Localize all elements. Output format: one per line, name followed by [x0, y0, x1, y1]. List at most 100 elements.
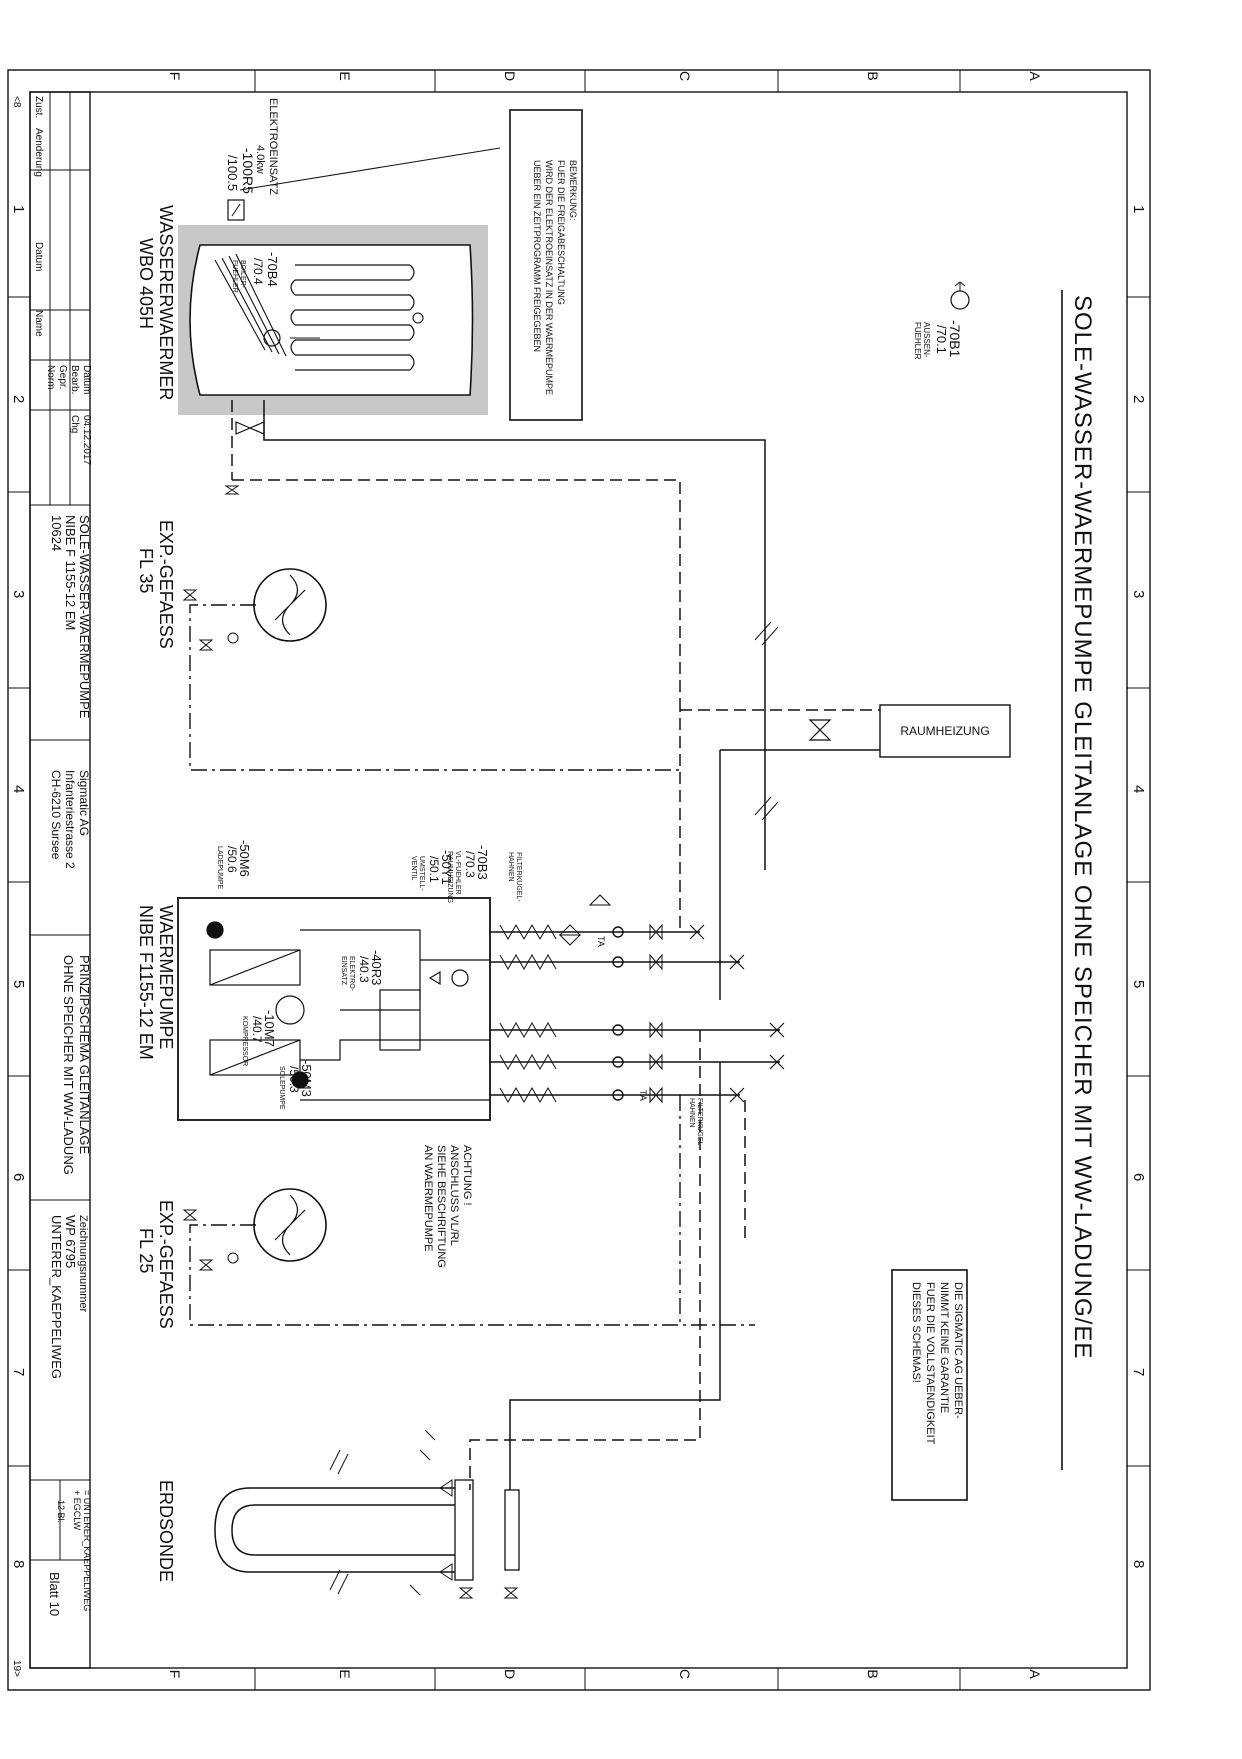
- heatpump-caption-5a: KOMPRESSOR: [241, 1016, 248, 1066]
- title-block-lines: [30, 92, 90, 1561]
- grid-row-6-right: 6: [1130, 1173, 1147, 1181]
- boiler-supply-pipe: [231, 400, 681, 700]
- boiler-model: WBO 405H: [136, 238, 156, 329]
- outer-frame: [7, 69, 1151, 1691]
- heatpump-ref-2: /50.1: [427, 856, 441, 883]
- ta-label-bottom: TA: [638, 1090, 648, 1101]
- tb-location-1: = UNTERER_KAEPPELIWEG: [82, 1490, 92, 1611]
- heatpump-ref-5: /40.7: [250, 1016, 264, 1043]
- outdoor-sensor-arrow: [954, 281, 966, 291]
- elektroeinsatz-label: ELEKTROEINSATZ: [267, 98, 279, 195]
- grid-col-D-bottom: D: [502, 1669, 518, 1679]
- heatpump-caption-4a: ELEKTRO-: [348, 956, 355, 992]
- ta-label-top: TA: [596, 936, 606, 947]
- boiler-drain-valve: [224, 485, 240, 495]
- note-leader-line: [239, 147, 501, 191]
- exp-top-model: FL 35: [136, 548, 156, 593]
- note-box-text-line-2: FUER DIE FREIGABESCHALTUNG: [556, 160, 566, 305]
- tb-bearb-label: Bearb.: [69, 365, 80, 394]
- heatpump-ref-6: /50.3: [287, 1066, 301, 1093]
- heatpump-internals: [206, 921, 490, 1101]
- filter-top-line-1: FILTERKUGEL-: [515, 852, 522, 902]
- outdoor-sensor-caption-1: AUSSEN-: [922, 322, 931, 358]
- heatpump-caption-6a: SOLEPUMPE: [278, 1066, 285, 1110]
- grid-row-8-right: 8: [1130, 1560, 1147, 1568]
- filter-top-line-2: HAHNEN: [507, 852, 514, 882]
- grid-col-E-top: E: [337, 71, 353, 80]
- achtung-text-line-1: ACHTUNG !: [461, 1145, 473, 1206]
- grid-col-D-top: D: [502, 71, 518, 81]
- heatpump-caption-2a: UMSTELL-: [418, 856, 425, 891]
- disclaimer-text-line-2: NIMMT KEINE GARANTIE: [938, 1282, 950, 1413]
- grid-row-3-left: 3: [10, 590, 27, 598]
- heatpump-tag-3: -50M6: [237, 840, 252, 877]
- grid-row-8-left: 8: [10, 1560, 27, 1568]
- heatpump-tag-4: -40R3: [369, 950, 384, 985]
- note-box: [509, 109, 583, 421]
- grid-col-F-top: F: [167, 72, 183, 81]
- grid-ticks: [8, 70, 1150, 1690]
- exp-top-name: EXP.-GEFAESS: [156, 520, 176, 649]
- heatpump-enclosure: [177, 897, 491, 1121]
- tb-sheets-total: 12 Bl.: [56, 1500, 66, 1523]
- boiler-sensor-tag: -70B4: [265, 252, 280, 287]
- grid-row-4-right: 4: [1130, 785, 1147, 793]
- tb-sheet: Blatt 10: [47, 1572, 62, 1616]
- raumheizung-label: RAUMHEIZUNG: [900, 724, 989, 738]
- boiler-check-valve: [235, 421, 265, 435]
- disclaimer-box: [891, 1269, 968, 1501]
- heatpump-tag-5: -10M7: [262, 1010, 277, 1047]
- heatpump-caption-1a: VL-FUEHLER: [454, 851, 461, 895]
- outdoor-sensor-ref: /70.1: [934, 325, 949, 354]
- filter-bottom-line-2: HAHNEN: [688, 1098, 695, 1128]
- grid-col-A-top: A: [1027, 71, 1043, 81]
- exp-bottom-model: FL 25: [136, 1228, 156, 1273]
- outdoor-sensor-caption-2: FUEHLER: [913, 322, 922, 360]
- grid-row-1-left: 1: [10, 205, 27, 213]
- outdoor-sensor-tag: -70B1: [947, 320, 963, 358]
- boiler-sensor-caption-2: FUEHLER: [231, 260, 238, 293]
- erdsonde-label: ERDSONDE: [156, 1480, 176, 1582]
- grid-col-C-top: C: [677, 71, 693, 81]
- achtung-text-line-4: AN WAERMEPUMPE: [422, 1145, 434, 1252]
- grid-row-6-left: 6: [10, 1173, 27, 1181]
- tb-company-line-3: CH-6210 Sursee: [49, 770, 63, 860]
- raumheizung-box: [879, 704, 1011, 758]
- heatpump-caption-3a: LADEPUMPE: [216, 846, 223, 890]
- grid-row-4-left: 4: [10, 785, 27, 793]
- note-box-text-line-1: BEMERKUNG:: [568, 160, 578, 221]
- tb-norm-label: Norm: [45, 365, 56, 389]
- tb-description-line-2: NIBE F 1155-12 EM: [63, 515, 78, 630]
- tb-description-line-1: SOLE-WASSER-WAERMEPUMPE: [77, 515, 92, 719]
- heatpump-caption-2b: VENTIL: [410, 856, 417, 881]
- grid-row-2-left: 2: [10, 395, 27, 403]
- boiler-sensor-ref: /70.4: [251, 258, 265, 285]
- outdoor-sensor-symbol: [950, 290, 970, 310]
- filter-bottom-line-1: FILTERKUGEL-: [696, 1098, 703, 1148]
- expansion-vessel-bottom: [182, 1188, 755, 1326]
- tb-datum-value: 04.12.2017: [81, 415, 92, 465]
- heatpump-connections: [490, 700, 785, 1104]
- tb-schema-line-1: PRINZIPSCHEMA GLEITANLAGE: [77, 955, 92, 1154]
- grid-row-1-right: 1: [1130, 205, 1147, 213]
- heatpump-tag-6: -50M3: [299, 1060, 314, 1097]
- tb-gepr-label: Gepr.: [57, 365, 68, 389]
- elektroeinsatz-ref: /100.5: [225, 155, 240, 191]
- drawing-title: SOLE-WASSER-WAERMEPUMPE GLEITANLAGE OHNE…: [1069, 295, 1096, 1359]
- grid-col-A-bottom: A: [1027, 1669, 1043, 1679]
- tb-bearb-value: Chg: [69, 415, 80, 433]
- brine-pipe-b: [509, 1062, 721, 1490]
- disclaimer-text-line-1: DIE SIGMATIC AG UEBER-: [952, 1282, 964, 1419]
- boiler-name: WASSERERWAERMER: [156, 205, 176, 400]
- grid-col-C-bottom: C: [677, 1669, 693, 1679]
- grid-row-3-right: 3: [1130, 590, 1147, 598]
- corner-mark-bottom: 19>: [11, 1660, 22, 1677]
- achtung-text-line-3: SIEHE BESCHRIFTUNG: [435, 1145, 447, 1268]
- boiler-tank: [178, 199, 488, 415]
- heatpump-model: NIBE F1155-12 EM: [136, 905, 156, 1060]
- tb-location-2: + EGCLW: [72, 1490, 82, 1531]
- pipe-break-marks: [754, 621, 779, 821]
- title-block-frame: [29, 91, 91, 1669]
- brine-pipe-c: [469, 1030, 701, 1490]
